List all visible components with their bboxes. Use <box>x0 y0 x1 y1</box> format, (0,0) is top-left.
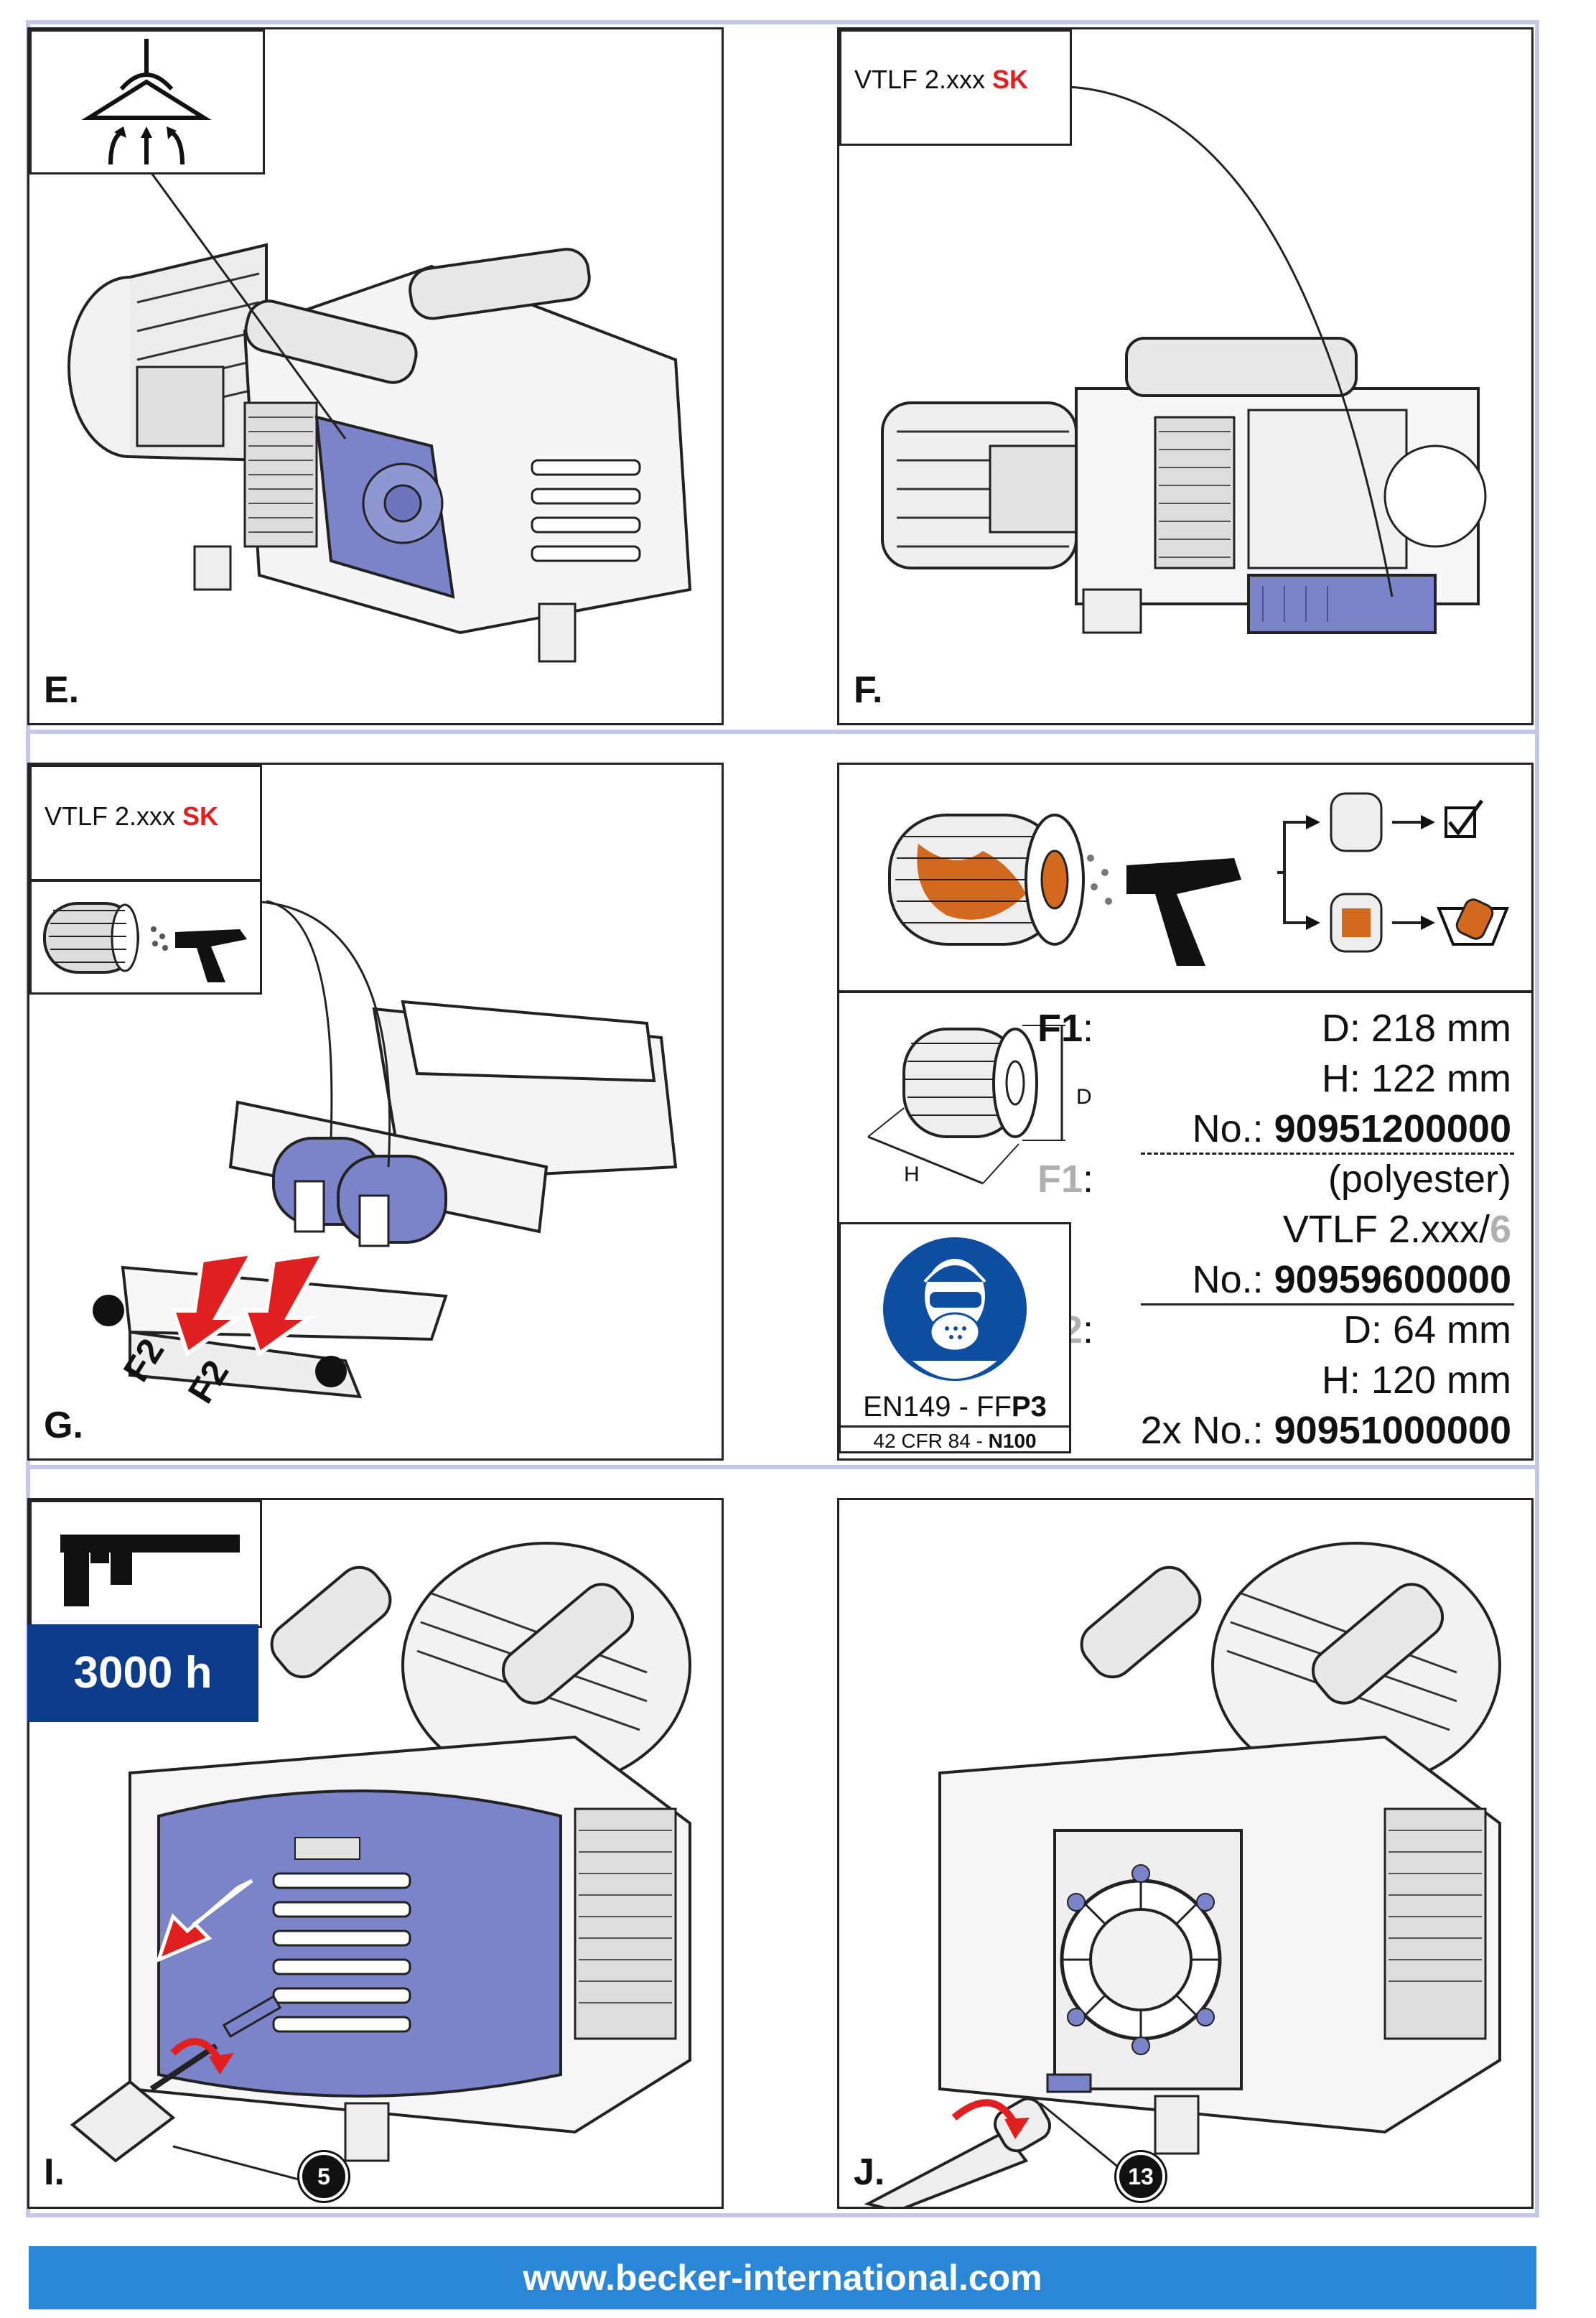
rotor-cover-removal-illustration <box>864 1542 1501 2207</box>
respirator-requirement-box: EN149 - FFP3 42 CFR 84 - N100 <box>839 1222 1071 1453</box>
frame-divider-1 <box>26 730 1539 734</box>
respirator-mask-icon <box>883 1237 1027 1381</box>
service-interval-badge: 3000 h <box>27 1624 258 1722</box>
spec-f1-alt-no: No.: 90959600000 <box>1192 1258 1511 1301</box>
ventilation-hood-icon <box>81 39 212 165</box>
tool-size-badge-j: 13 <box>1116 2152 1165 2201</box>
frame-bottom <box>26 2213 1539 2217</box>
model-label-box-f: VTLF 2.xxx SK <box>839 29 1072 146</box>
panel-g: VTLF 2.xxx SK F2 F2 G. <box>27 763 724 1461</box>
pump-side-view-illustration <box>881 85 1487 634</box>
panel-filter-cleaning <box>837 763 1534 992</box>
front-cover-removal-illustration <box>70 1542 691 2184</box>
ventilation-icon-box <box>29 29 265 174</box>
model-label-box-g: VTLF 2.xxx SK <box>29 765 262 881</box>
spec-f1-h: H: 122 mm <box>1321 1057 1511 1100</box>
respirator-standard-us: 42 CFR 84 - N100 <box>873 1430 1037 1452</box>
panel-j: 13 J. <box>837 1498 1534 2209</box>
air-gun-cleaning-icon <box>43 902 247 982</box>
dimension-label-d: D <box>1076 1085 1092 1109</box>
spec-f1-d: F1: D: 218 mm <box>1037 1007 1511 1050</box>
spec-f1-no: No.: 90951200000 <box>1192 1107 1511 1150</box>
filter-dimensions-diagram <box>867 1025 1065 1185</box>
spec-f1-alt-material: F1: (polyester) <box>1037 1158 1511 1201</box>
frame-top <box>26 20 1539 24</box>
model-label-f: VTLF 2.xxx SK <box>854 65 1029 94</box>
clean-filter-inset <box>29 880 262 995</box>
panel-f: VTLF 2.xxx SK F. <box>837 27 1534 725</box>
filter-cleaning-decision-illustration <box>888 792 1509 966</box>
tool-size-badge: 5 <box>299 2152 348 2201</box>
spec-f1-alt-model: VTLF 2.xxx/6 <box>1282 1208 1511 1251</box>
divider-solid <box>1141 1303 1514 1305</box>
spec-f2-d: F2: D: 64 mm <box>1037 1308 1511 1351</box>
dimension-label-h: H <box>904 1163 920 1186</box>
spec-f2-no: 2x No.: 90951000000 <box>1140 1409 1511 1452</box>
respirator-standard-eu: EN149 - FFP3 <box>863 1391 1047 1423</box>
divider-dashed <box>1141 1153 1514 1155</box>
panel-i: 5 I. <box>27 1498 724 2209</box>
pump-housing-open-illustration <box>67 172 692 663</box>
caliper-icon-box <box>29 1500 262 1628</box>
caliper-icon <box>60 1535 240 1606</box>
panel-label-j: J. <box>854 2151 885 2193</box>
model-label-g: VTLF 2.xxx SK <box>45 801 219 831</box>
panel-e: E. <box>27 27 724 725</box>
panel-label-e: E. <box>44 669 80 711</box>
mask-divider <box>841 1425 1069 1428</box>
filter-housing-exploded-illustration <box>93 900 678 1399</box>
frame-right <box>1535 20 1539 2217</box>
panel-label-f: F. <box>854 669 883 711</box>
spec-f2-h: H: 120 mm <box>1321 1359 1511 1402</box>
panel-label-i: I. <box>44 2151 65 2193</box>
frame-divider-2 <box>26 1465 1539 1469</box>
panel-label-g: G. <box>44 1405 83 1446</box>
footer-website[interactable]: www.becker-international.com <box>29 2246 1536 2309</box>
